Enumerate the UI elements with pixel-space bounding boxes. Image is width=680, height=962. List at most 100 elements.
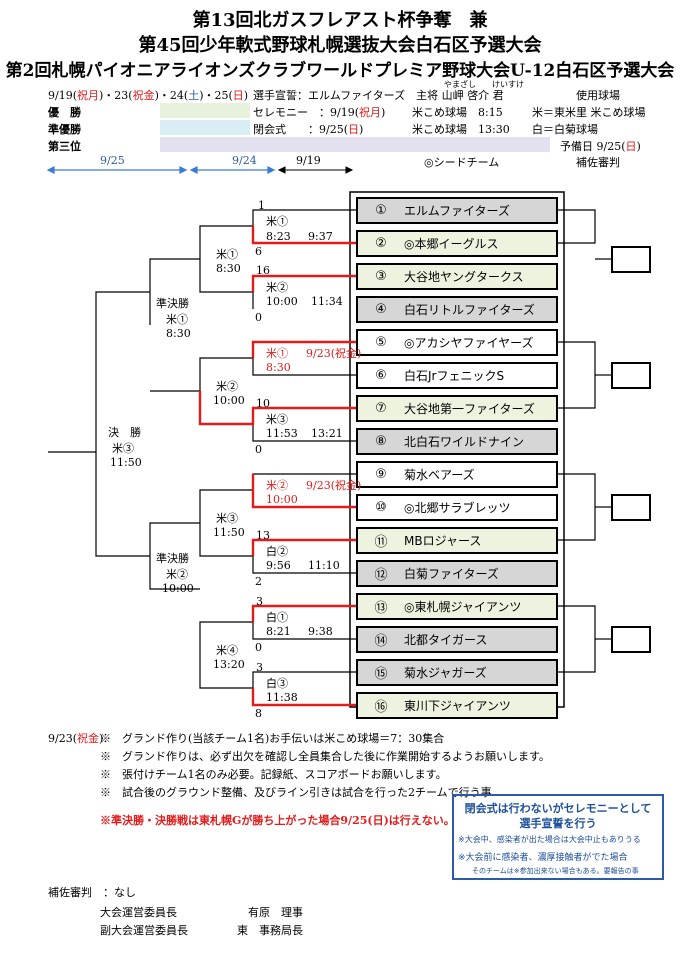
footer-role-2: 副大会運営委員長	[100, 924, 188, 937]
game-time: 11:38	[266, 691, 298, 704]
title-line-2: 第45回少年軟式野球札幌選抜大会白石区予選大会	[138, 35, 542, 56]
game-venue: 米②	[266, 281, 288, 294]
game-venue: 米①	[266, 215, 288, 228]
game-venue: 米①	[216, 248, 238, 261]
game-time: 8:30	[166, 327, 191, 340]
venue-key-1: 米＝東米里 米こめ球場	[532, 106, 646, 119]
game-venue: 白①	[266, 611, 288, 624]
result-box	[611, 362, 651, 389]
notice-box: 閉会式は行わないがセレモニーとして 選手宣誓を行う ※大会中、感染者が出た場合は…	[452, 794, 664, 880]
score: 3	[256, 661, 263, 674]
note-3: ※ 張付けチーム1名のみ必要。記録紙、スコアボードお願いします。	[100, 768, 447, 781]
ruby-text: やまざし けいすけ	[444, 80, 524, 89]
game-venue: 米①	[266, 347, 288, 360]
score: 13	[256, 529, 270, 542]
note-4: ※ 試合後のグラウンド整備、及びライン引きは試合を行った2チームで行う事	[100, 786, 492, 799]
result-box	[611, 626, 651, 653]
team-row: ⑩◎北郷サラブレッツ	[356, 494, 558, 521]
result-box	[611, 246, 651, 273]
footer-name-2: 東 事務局長	[237, 924, 303, 937]
game-time: 8:30	[216, 262, 241, 275]
notice-line-1: 閉会式は行わないがセレモニーとして	[464, 802, 652, 815]
game-time: 11:50	[213, 526, 245, 539]
game-venue: 白②	[266, 545, 288, 558]
assist-label: 補佐審判	[576, 156, 620, 169]
place-1-label: 優 勝	[48, 106, 81, 119]
game-venue: 米②	[166, 568, 188, 581]
note-red: ※準決勝・決勝戦は東札幌Gが勝ち上がった場合9/25(日)は行えない。	[100, 814, 455, 827]
title-line-3: 第2回札幌パイオニアライオンズクラブワールドプレミア野球大会U-12白石区予選大…	[5, 61, 675, 81]
closing-info: 閉会式 ：9/25(日)	[253, 123, 364, 136]
notice-line-3: ※大会中、感染者が出た場合は大会中止もありうる	[458, 835, 641, 844]
venue-1: 米こめ球場 8:15	[412, 106, 503, 119]
note-2: ※ グランド作りは、必ず出欠を確認し全員集合した後に作業開始するようお願いします…	[100, 750, 550, 763]
tournament-dates: 9/19(祝月)・23(祝金)・24(土)・25(日)	[48, 89, 249, 102]
notice-line-5: そのチームは※参加出来ない場合もある。要報告の事	[472, 867, 639, 875]
game-venue: 米④	[216, 644, 238, 657]
date-arrow-label-3: 9/19	[296, 154, 321, 167]
place-2-band	[160, 120, 250, 135]
notice-line-2: 選手宣誓を行う	[519, 817, 597, 830]
semi-label: 準決勝	[156, 552, 189, 565]
place-3-label: 第三位	[48, 140, 81, 153]
score: 2	[255, 575, 262, 588]
game-time: 11:50	[110, 456, 142, 469]
seed-note: ◎シードチーム	[424, 156, 500, 169]
venue-2: 米こめ球場 13:30	[412, 123, 510, 136]
game-venue: 白③	[266, 677, 288, 690]
game-end: 11:34	[311, 295, 343, 308]
note-1: ※ グランド作り(当該チーム1名)お手伝いは米こめ球場＝7：30集合	[100, 732, 445, 745]
place-2-label: 準優勝	[48, 123, 81, 136]
place-1-band	[160, 103, 250, 118]
date-arrow-label-2: 9/24	[232, 154, 257, 167]
place-3-band	[160, 137, 550, 152]
game-venue: 米①	[166, 313, 188, 326]
score: 0	[255, 443, 262, 456]
final-label: 決 勝	[108, 426, 141, 439]
score: 10	[256, 397, 270, 410]
game-time: 8:21	[266, 625, 291, 638]
game-time: 9:56	[266, 559, 291, 572]
game-end: 11:10	[308, 559, 340, 572]
game-venue: 米③	[266, 413, 288, 426]
score: 6	[255, 245, 262, 258]
team-row: ②◎本郷イーグルス	[356, 230, 558, 257]
score: 0	[255, 311, 262, 324]
game-time: 10:00	[266, 295, 298, 308]
footer-role-1: 大会運営委員長	[100, 906, 177, 919]
spare-day: 予備日 9/25(日)	[560, 140, 641, 153]
notes-date: 9/23(祝金)	[48, 732, 104, 745]
score: 8	[255, 707, 262, 720]
footer-name-1: 有原 理事	[248, 906, 303, 919]
team-row: ⑤◎アカシヤファイヤーズ	[356, 329, 558, 356]
score: 0	[255, 641, 262, 654]
game-venue: 米②	[266, 479, 288, 492]
oath-info: 選手宣誓：エルムファイターズ 主将 山岬 啓介 君	[253, 89, 504, 102]
game-date: 9/23(祝金)	[306, 347, 362, 360]
ceremony-info: セレモニー ：9/19(祝月)	[253, 106, 386, 119]
game-venue: 米③	[112, 442, 134, 455]
venue-title: 使用球場	[576, 89, 620, 102]
venue-key-2: 白＝白菊球場	[532, 123, 598, 136]
game-end: 9:37	[308, 230, 333, 243]
score: 3	[256, 595, 263, 608]
title-line-1: 第13回北ガスフレアスト杯争奪 兼	[192, 10, 488, 31]
score: 16	[256, 264, 270, 277]
game-time: 10:00	[162, 582, 194, 595]
game-venue: 米③	[216, 512, 238, 525]
score: 1	[258, 199, 265, 212]
result-box	[611, 494, 651, 521]
game-time: 11:53	[266, 427, 298, 440]
game-time: 10:00	[266, 493, 298, 506]
game-time: 10:00	[213, 394, 245, 407]
